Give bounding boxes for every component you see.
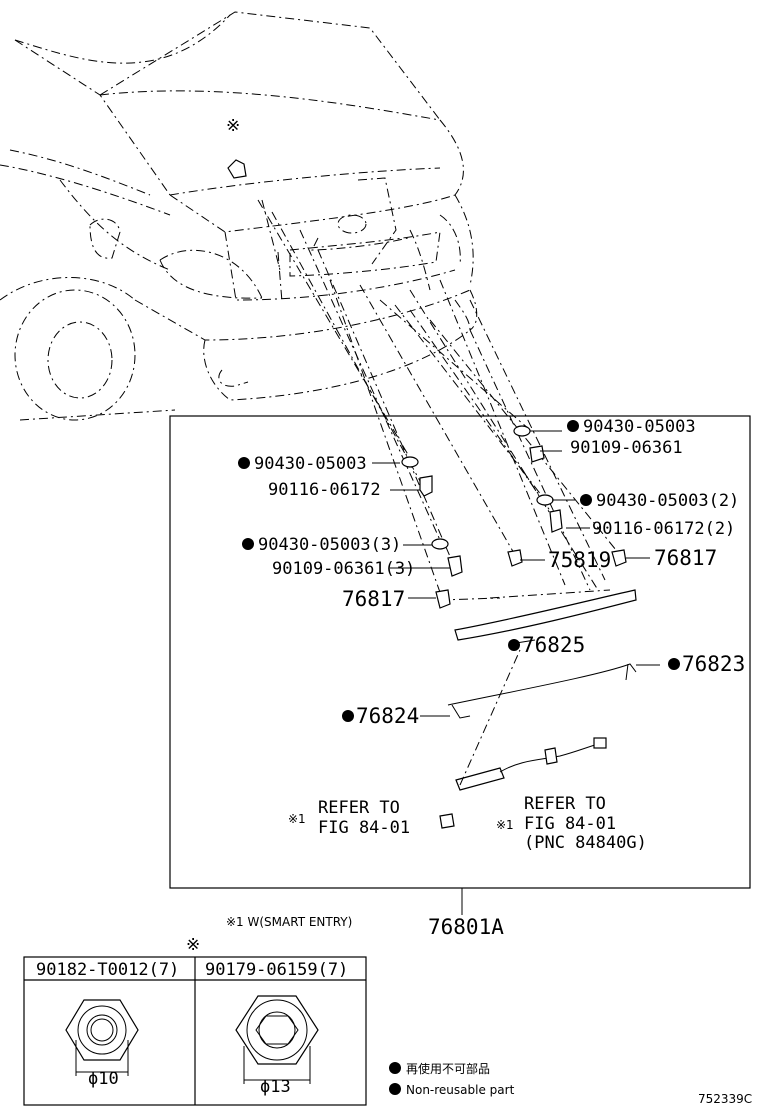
label-90430-05003: 90430-05003 [583,417,696,437]
table-header-90182: 90182-T0012(7) [36,960,179,980]
label-90430-05003-left: 90430-05003 [254,454,367,474]
label-90109-06361: 90109-06361 [570,438,683,458]
refer-right-line1: REFER TO [524,794,606,814]
clip-part [435,589,451,609]
molding-line-part [447,663,637,706]
top-clip-part [227,159,247,179]
screw-part [529,445,545,463]
label-76817-right: 76817 [654,546,717,570]
hex-nut-13-part [235,995,319,1084]
table-mark-symbol: ※ [186,935,200,955]
non-reusable-dot-icon [668,658,680,670]
label-75819: 75819 [548,548,611,572]
label-90116-06172-2: 90116-06172(2) [592,519,735,539]
bolt-part [419,475,433,497]
label-76801A: 76801A [428,915,504,939]
non-reusable-dot-icon [342,710,354,722]
table-header-90179: 90179-06159(7) [205,960,348,980]
refer-right-mark: ※1 [496,818,514,832]
refer-left-mark: ※1 [288,812,306,826]
label-76823: 76823 [682,652,745,676]
assembly-frame [169,415,751,889]
screw-part [447,555,463,577]
hex-nut-10-part [65,999,139,1076]
clip-part [611,549,627,567]
top-mark-symbol: ※ [226,116,240,136]
label-90116-06172: 90116-06172 [268,480,381,500]
washer-part [513,425,531,437]
washer-part [431,538,449,550]
figure-id: 752339C [698,1092,752,1106]
label-76824: 76824 [356,704,419,728]
washer-part [401,456,419,468]
refer-right-line2: FIG 84-01 [524,814,616,834]
label-76825: 76825 [522,633,585,657]
washer-part [536,494,554,506]
molding-end-right-part [625,663,629,681]
clip-part [507,549,523,567]
switch-harness-part [439,649,607,829]
refer-left-line1: REFER TO [318,798,400,818]
non-reusable-dot-icon [242,538,254,550]
leader-lines [372,430,660,915]
non-reusable-dot-icon [580,494,592,506]
legend-japanese: 再使用不可部品 [406,1061,490,1076]
non-reusable-dot-icon [567,420,579,432]
label-90430-05003-3: 90430-05003(3) [258,535,401,555]
label-90109-06361-3: 90109-06361(3) [272,559,415,579]
nut-size-10: ϕ10 [88,1069,119,1089]
bolt-part [549,509,563,533]
legend-english: Non-reusable part [406,1083,515,1097]
smart-entry-note: ※1 W(SMART ENTRY) [226,915,352,929]
nut-table [23,956,367,1106]
molding-end-left-part [451,704,471,719]
label-76817-left: 76817 [342,587,405,611]
small-parts [401,425,627,609]
black-dot-icon [389,1083,401,1095]
car-body-illustration [0,11,478,421]
garnish-strip-part [454,589,637,641]
non-reusable-dot-icon [238,457,250,469]
label-90430-05003-2: 90430-05003(2) [596,491,739,511]
non-reusable-dot-icon [508,639,520,651]
refer-left-line2: FIG 84-01 [318,818,410,838]
refer-right-line3: (PNC 84840G) [524,833,647,853]
black-dot-icon [389,1062,401,1074]
nut-size-13: ϕ13 [260,1077,291,1097]
